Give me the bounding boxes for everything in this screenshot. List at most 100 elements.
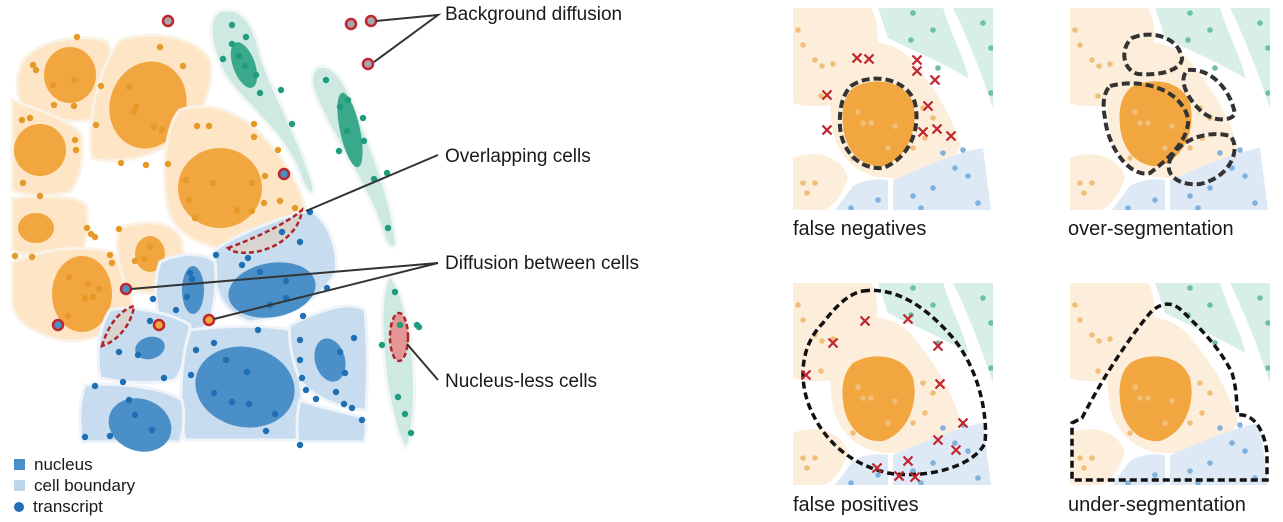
orange-transcript (117, 159, 125, 167)
teal-transcript (930, 302, 936, 308)
teal-transcript (391, 288, 399, 296)
error-cross-icon (917, 126, 929, 138)
error-cross-icon (800, 369, 812, 381)
diffused-transcript (277, 167, 291, 181)
orange-transcript (1145, 120, 1151, 126)
main-tissue-diagram (10, 8, 442, 452)
orange-transcript (1137, 395, 1143, 401)
orange-transcript (1089, 57, 1095, 63)
orange-transcript (855, 384, 861, 390)
orange-transcript (1197, 380, 1203, 386)
orange-transcript (910, 145, 916, 151)
orange-nucleus (1119, 356, 1192, 442)
orange-transcript (1107, 61, 1113, 67)
blue-transcript (350, 334, 358, 342)
orange-transcript (185, 196, 193, 204)
teal-transcript (252, 71, 260, 79)
orange-transcript (800, 455, 806, 461)
blue-transcript (186, 269, 194, 277)
orange-transcript (19, 179, 27, 187)
orange-transcript (922, 410, 928, 416)
orange-transcript (830, 61, 836, 67)
orange-transcript (156, 43, 164, 51)
diffused-transcript (202, 313, 216, 327)
orange-transcript (142, 161, 150, 169)
panel-under-segmentation (1070, 283, 1270, 485)
orange-transcript (1132, 109, 1138, 115)
orange-transcript (108, 259, 116, 267)
blue-cell (96, 306, 192, 385)
blue-transcript (212, 251, 220, 259)
error-cross-icon (957, 417, 969, 429)
blue-transcript (271, 410, 279, 418)
blue-cell (213, 208, 338, 324)
orange-transcript (97, 82, 105, 90)
legend-label: cell boundary (34, 476, 136, 495)
blue-transcript (244, 254, 252, 262)
blue-cell (179, 324, 304, 442)
orange-transcript (812, 57, 818, 63)
orange-transcript (818, 368, 824, 374)
orange-transcript (1089, 332, 1095, 338)
orange-nucleus (842, 356, 915, 442)
orange-transcript (191, 214, 199, 222)
teal-transcript (235, 52, 243, 60)
orange-transcript (233, 206, 241, 214)
panel-label-false-negatives: false negatives (793, 218, 927, 240)
blue-cell (893, 423, 991, 485)
highlighted-transcripts (51, 14, 378, 332)
blue-transcript (910, 193, 916, 199)
error-cross-icon (821, 124, 833, 136)
orange-transcript (1089, 455, 1095, 461)
orange-transcript (83, 224, 91, 232)
error-cross-icon (931, 123, 943, 135)
orange-transcript (1081, 465, 1087, 471)
blue-transcript (183, 293, 191, 301)
panel-false-positives (793, 283, 993, 485)
nucleus-less-cell (388, 311, 410, 363)
blue-transcript (940, 425, 946, 431)
teal-cell (310, 64, 398, 249)
orange-transcript (819, 338, 825, 344)
orange-transcript (812, 455, 818, 461)
orange-transcript (1081, 190, 1087, 196)
orange-transcript (1096, 338, 1102, 344)
teal-transcript (1265, 45, 1270, 51)
orange-transcript (892, 398, 898, 404)
teal-transcript (228, 40, 236, 48)
blue-transcript (975, 200, 981, 206)
blue-transcript (952, 440, 958, 446)
orange-nucleus (18, 213, 54, 243)
blue-transcript (918, 480, 924, 485)
blue-transcript (1242, 448, 1248, 454)
blue-transcript (238, 261, 246, 269)
orange-transcript (260, 199, 268, 207)
orange-transcript (65, 273, 73, 281)
blue-cell (1170, 148, 1268, 210)
orange-transcript (276, 197, 284, 205)
orange-transcript (1096, 63, 1102, 69)
orange-transcript (868, 395, 874, 401)
teal-transcript (343, 127, 351, 135)
blue-transcript (134, 351, 142, 359)
orange-transcript (855, 109, 861, 115)
panel-label-under-segmentation: under-segmentation (1068, 494, 1246, 516)
orange-transcript (1107, 336, 1113, 342)
teal-cell (953, 283, 993, 383)
orange-transcript (818, 93, 824, 99)
blue-transcript (125, 396, 133, 404)
legend-item-transcript: transcript (14, 496, 135, 517)
callout-overlapping-cells: Overlapping cells (445, 146, 591, 167)
blue-transcript (131, 411, 139, 419)
orange-transcript (885, 420, 891, 426)
blue-transcript (1187, 468, 1193, 474)
orange-transcript (860, 395, 866, 401)
blue-transcript (296, 238, 304, 246)
orange-transcript (250, 120, 258, 128)
orange-transcript (84, 280, 92, 288)
orange-transcript (1077, 455, 1083, 461)
diffused-transcript (119, 282, 133, 296)
blue-transcript (91, 382, 99, 390)
panel-label-over-segmentation: over-segmentation (1068, 218, 1234, 240)
teal-transcript (980, 295, 986, 301)
